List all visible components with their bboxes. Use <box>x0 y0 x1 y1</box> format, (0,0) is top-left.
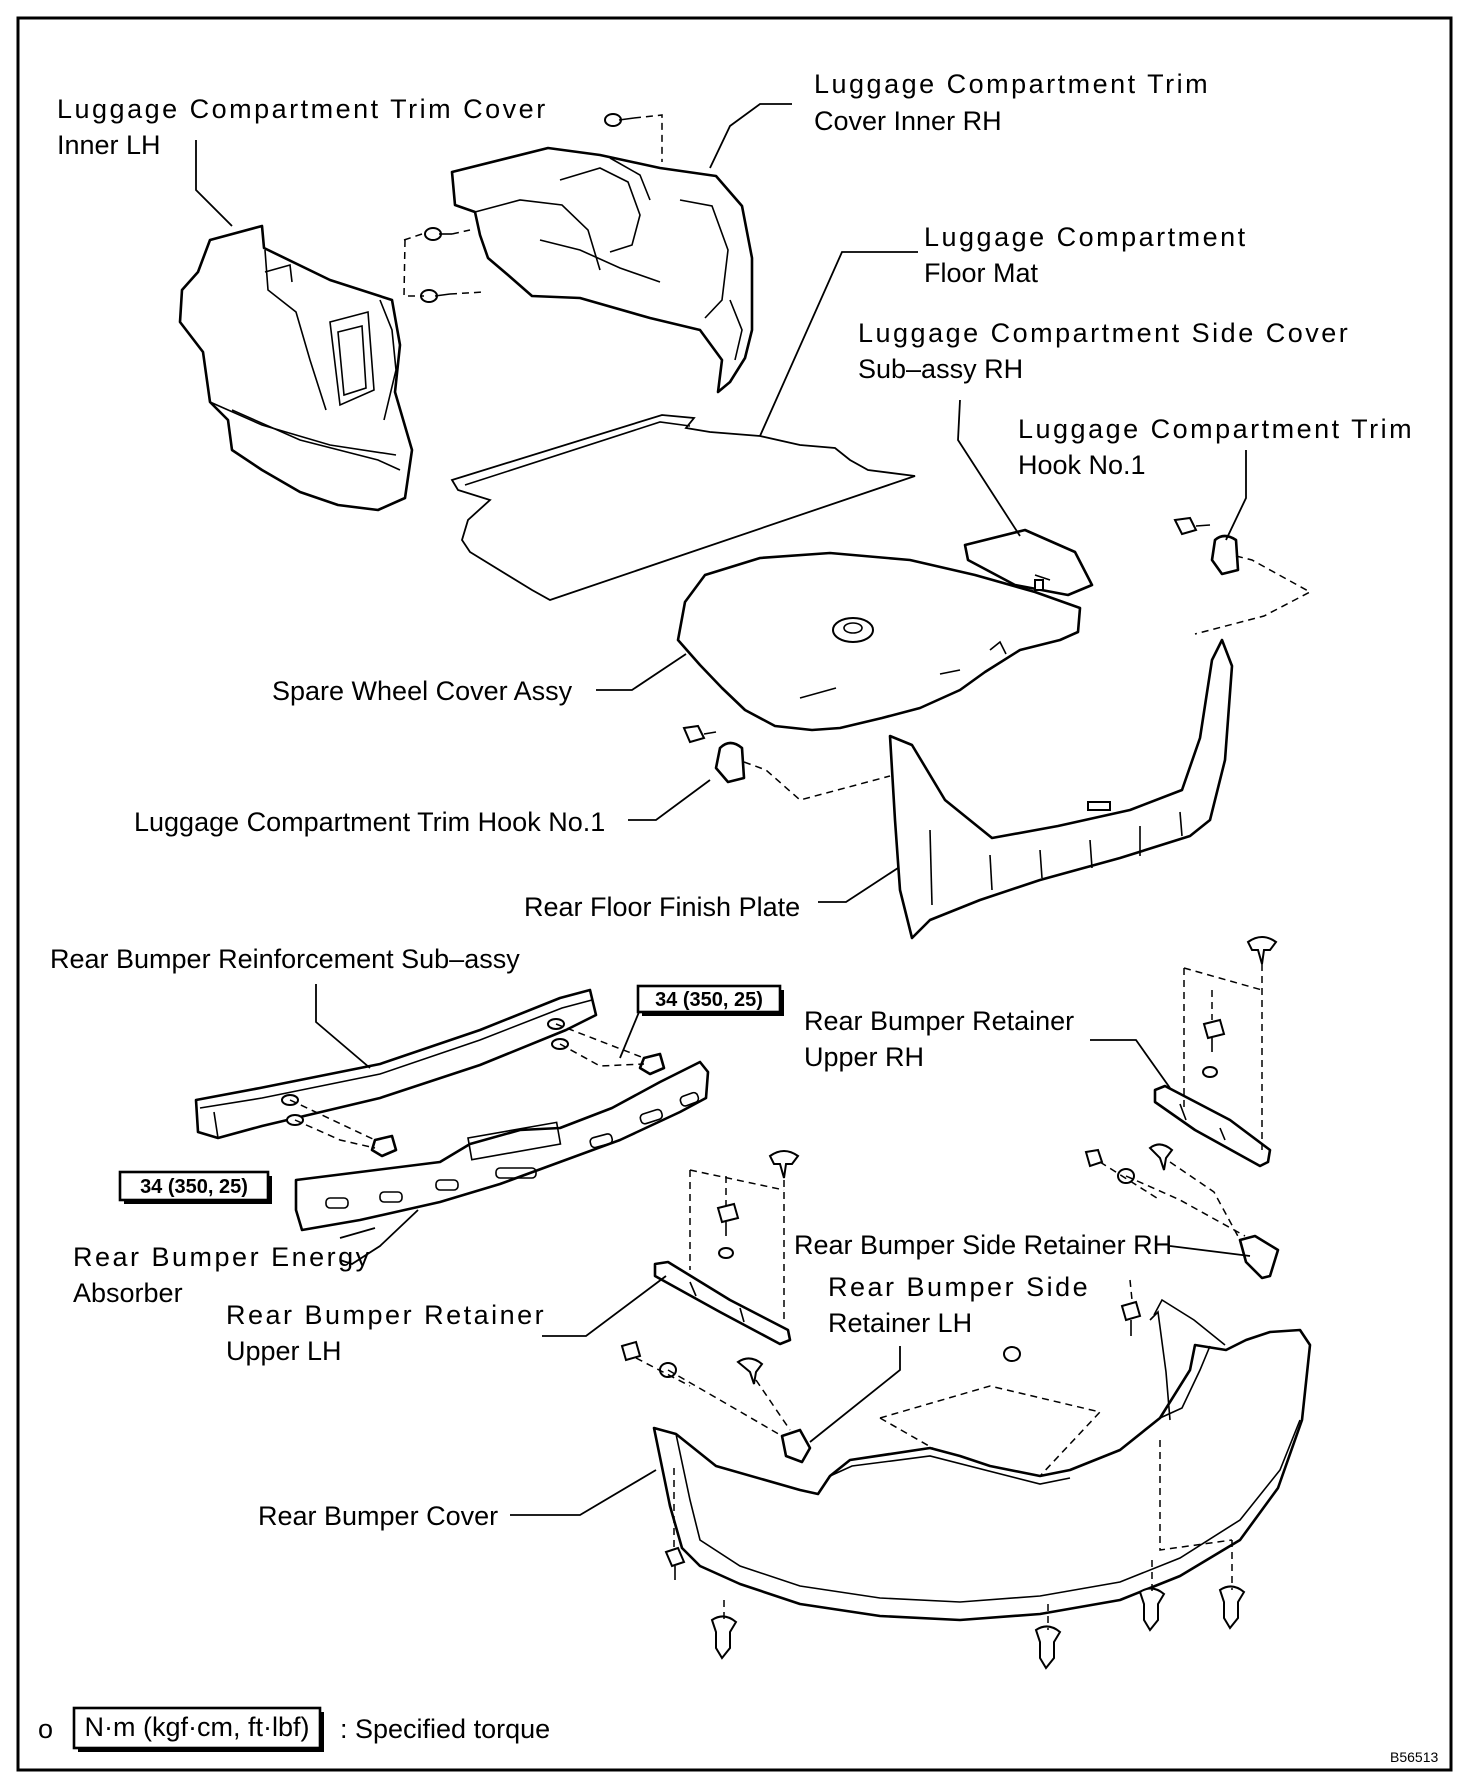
floor-mat-part <box>450 414 916 601</box>
reinforcement-nuts <box>289 1023 666 1158</box>
label-side-retainer-lh-line2: Retainer LH <box>828 1308 972 1338</box>
torque-spec-upper-text: 34 (350, 25) <box>655 989 763 1011</box>
legend-marker: o <box>38 1714 53 1744</box>
trim-hook-left-part <box>682 724 891 801</box>
label-side-cover-line1: Luggage Compartment Side Cover <box>858 318 1350 348</box>
trim-hook-right-part <box>1173 516 1312 635</box>
label-trim-cover-rh-line1: Luggage Compartment Trim <box>814 69 1210 99</box>
side-cover-rh-part <box>963 528 1094 597</box>
label-floor-mat-line1: Luggage Compartment <box>924 222 1248 252</box>
figure-id: B56513 <box>1390 1749 1438 1765</box>
label-reinforcement: Rear Bumper Reinforcement Sub–assy <box>50 944 520 974</box>
label-retainer-upper-lh-line1: Rear Bumper Retainer <box>226 1300 546 1330</box>
label-trim-cover-rh-line2: Cover Inner RH <box>814 106 1002 136</box>
label-trim-hook-right-line2: Hook No.1 <box>1018 450 1146 480</box>
label-retainer-upper-lh-line2: Upper LH <box>226 1336 342 1366</box>
label-floor-mat-line2: Floor Mat <box>924 258 1039 288</box>
torque-spec-upper: 34 (350, 25) <box>636 984 784 1016</box>
label-trim-cover-lh-line1: Luggage Compartment Trim Cover <box>57 94 548 124</box>
label-trim-hook-right-line1: Luggage Compartment Trim <box>1018 414 1414 444</box>
label-energy-absorber-line2: Absorber <box>73 1278 183 1308</box>
label-spare-wheel-cover: Spare Wheel Cover Assy <box>272 676 573 706</box>
retainer-upper-rh-part <box>1153 936 1278 1168</box>
label-rear-floor-finish-plate: Rear Floor Finish Plate <box>524 892 800 922</box>
label-trim-cover-lh-line2: Inner LH <box>57 130 161 160</box>
bumper-reinforcement-part <box>194 988 598 1140</box>
retainer-upper-lh-part <box>653 1150 800 1346</box>
spare-wheel-cover-part <box>676 551 1082 732</box>
legend-description: : Specified torque <box>340 1714 550 1744</box>
trim-clip-fasteners <box>403 113 663 303</box>
label-side-cover-line2: Sub–assy RH <box>858 354 1023 384</box>
label-retainer-upper-rh-line1: Rear Bumper Retainer <box>804 1006 1074 1036</box>
label-bumper-cover: Rear Bumper Cover <box>258 1501 498 1531</box>
torque-spec-lower: 34 (350, 25) <box>118 1170 272 1204</box>
diagram-frame <box>16 16 1453 1772</box>
side-retainer-lh-part <box>620 1340 812 1464</box>
side-retainer-rh-part <box>1084 1143 1280 1280</box>
torque-spec-lower-text: 34 (350, 25) <box>140 1176 248 1198</box>
torque-legend: o N·m (kgf·cm, ft·lbf) : Specified torqu… <box>38 1706 550 1752</box>
label-trim-hook-left: Luggage Compartment Trim Hook No.1 <box>134 807 605 837</box>
trim-cover-inner-rh-part <box>450 146 754 394</box>
trim-cover-inner-lh-part <box>178 224 414 512</box>
bumper-cover-part <box>652 1279 1312 1670</box>
energy-absorber-part <box>294 1060 710 1232</box>
label-retainer-upper-rh-line2: Upper RH <box>804 1042 924 1072</box>
legend-unit-box-text: N·m (kgf·cm, ft·lbf) <box>85 1712 310 1742</box>
label-side-retainer-rh: Rear Bumper Side Retainer RH <box>794 1230 1172 1260</box>
label-side-retainer-lh-line1: Rear Bumper Side <box>828 1272 1090 1302</box>
rear-floor-finish-plate-part <box>888 638 1234 940</box>
label-energy-absorber-line1: Rear Bumper Energy <box>73 1242 372 1272</box>
